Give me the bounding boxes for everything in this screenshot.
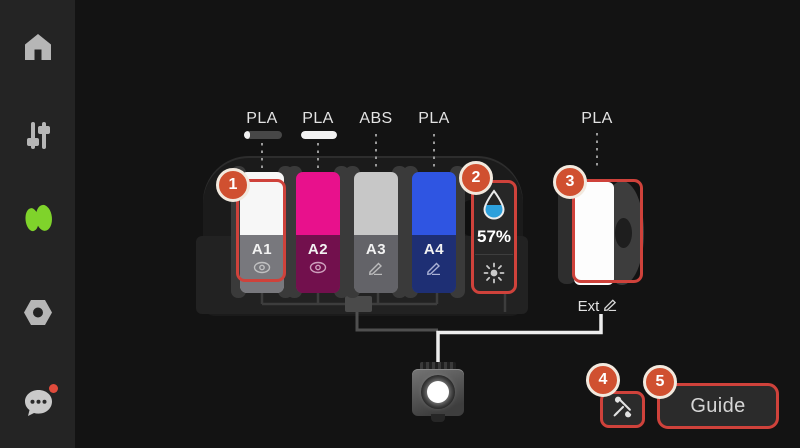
ext-label-text: Ext	[577, 298, 600, 315]
guide-button[interactable]: Guide	[657, 383, 779, 429]
extruder-toolhead	[412, 362, 464, 422]
slot-a3-material[interactable]: ABS	[359, 110, 393, 127]
hex-nut-icon	[21, 297, 55, 328]
home-icon	[21, 31, 55, 62]
humidity-panel[interactable]: 57%	[471, 180, 517, 294]
sidebar-item-home[interactable]	[21, 31, 55, 62]
slot-a4-label: A4	[423, 241, 445, 258]
visibility-icon[interactable]	[309, 261, 327, 279]
slot-a2-label: A2	[307, 241, 329, 258]
tools-icon	[612, 396, 634, 423]
sidebar-item-messages[interactable]	[23, 384, 58, 418]
slot-a2-material[interactable]: PLA	[302, 110, 334, 127]
chat-icon	[23, 384, 58, 418]
callout-badge-5: 5	[643, 365, 677, 399]
divider	[475, 254, 513, 255]
humidity-value: 57%	[476, 227, 512, 246]
callout-box-ext-spool	[572, 179, 643, 283]
callout-box-slot-a1	[236, 179, 286, 282]
ext-filament-color[interactable]	[574, 182, 614, 285]
sidebar-item-adjustments[interactable]	[23, 120, 53, 151]
visibility-icon[interactable]	[253, 261, 271, 279]
ext-spool-hub	[615, 218, 632, 248]
callout-badge-1: 1	[216, 168, 250, 202]
callout-badge-4: 4	[586, 363, 620, 397]
edit-icon[interactable]	[368, 261, 384, 280]
guide-button-label: Guide	[690, 394, 746, 417]
ext-label[interactable]: Ext	[566, 298, 630, 315]
slot-a1-remaining-bar	[244, 131, 282, 139]
callout-badge-2: 2	[459, 161, 493, 195]
sidebar-item-filament[interactable]	[20, 203, 56, 234]
callout-box-humidity	[471, 180, 517, 294]
slot-a3-label: A3	[365, 241, 387, 258]
slot-a4-material[interactable]: PLA	[418, 110, 450, 127]
sidebar-item-settings[interactable]	[21, 297, 55, 328]
tools-button[interactable]	[600, 391, 645, 428]
notification-dot	[49, 384, 58, 393]
ams-slot-a3[interactable]: A3	[345, 166, 407, 298]
slot-a1-material[interactable]: PLA	[246, 110, 278, 127]
edit-icon	[603, 298, 618, 315]
ext-material[interactable]: PLA	[581, 110, 613, 127]
sliders-icon	[23, 120, 53, 151]
ext-spool-flange-back	[558, 186, 576, 284]
slot-a1-label: A1	[251, 241, 273, 258]
toolhead-connector	[420, 362, 456, 371]
edit-icon[interactable]	[426, 261, 442, 280]
dry-sun-icon[interactable]	[482, 261, 506, 290]
spool-icon	[20, 203, 56, 234]
slot-a2-remaining-bar	[301, 131, 337, 139]
callout-badge-3: 3	[553, 165, 587, 199]
humidity-drop-icon	[481, 189, 507, 225]
toolhead-fan-light	[427, 381, 449, 403]
ams-slot-a4[interactable]: A4	[403, 166, 465, 298]
ams-slot-a2[interactable]: A2	[287, 166, 349, 298]
sidebar	[0, 0, 75, 448]
toolhead-nozzle	[431, 414, 445, 422]
